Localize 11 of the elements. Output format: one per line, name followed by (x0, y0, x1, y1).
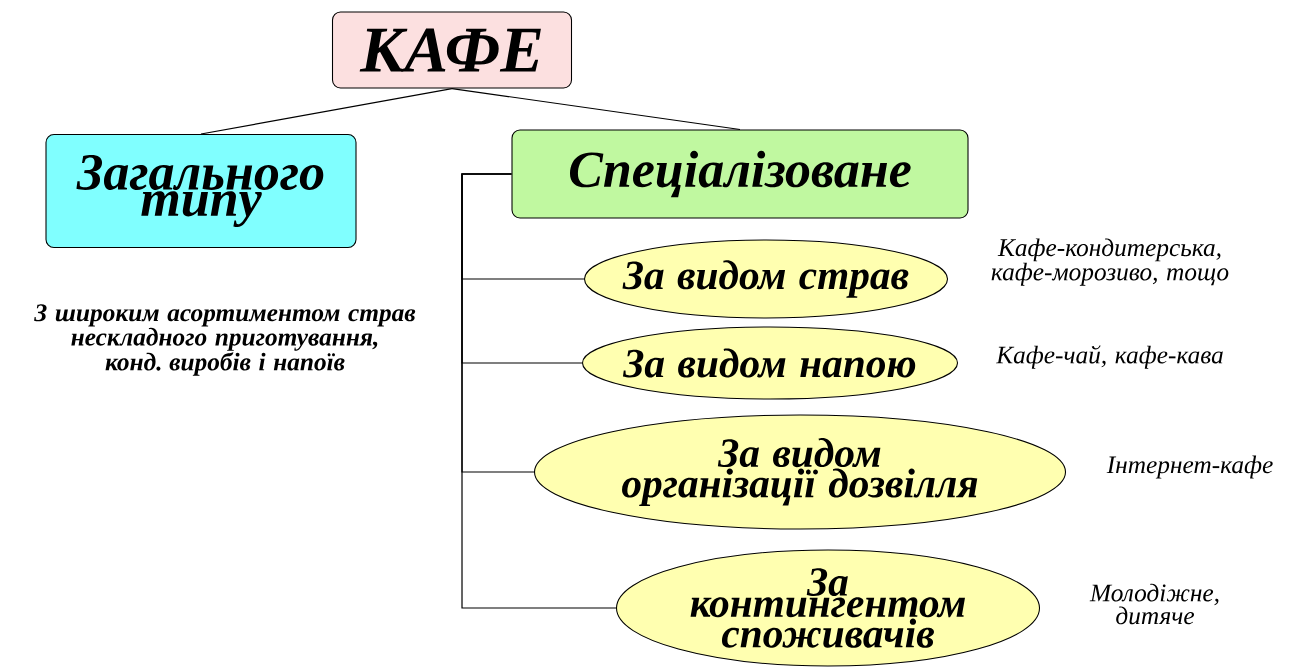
category-box: КАФЕ (331, 11, 573, 89)
description-text: Кафе-чай, кафе-кава (996, 345, 1223, 369)
connector-line (451, 87, 741, 131)
category-box: Спеціалізоване (511, 129, 969, 219)
bracket-line (461, 173, 617, 609)
description-text: Інтернет-кафе (1106, 455, 1273, 479)
category-box: Загального типу (45, 133, 357, 249)
description-text: Кафе-кондитерська, кафе-морозиво, тощо (991, 238, 1229, 286)
description-text: Молодіжне, дитяче (1089, 583, 1219, 625)
connector-line (200, 87, 453, 135)
description-text: З широким асортиментом страв нескладного приготування, конд. виробів і напоїв (34, 304, 416, 376)
